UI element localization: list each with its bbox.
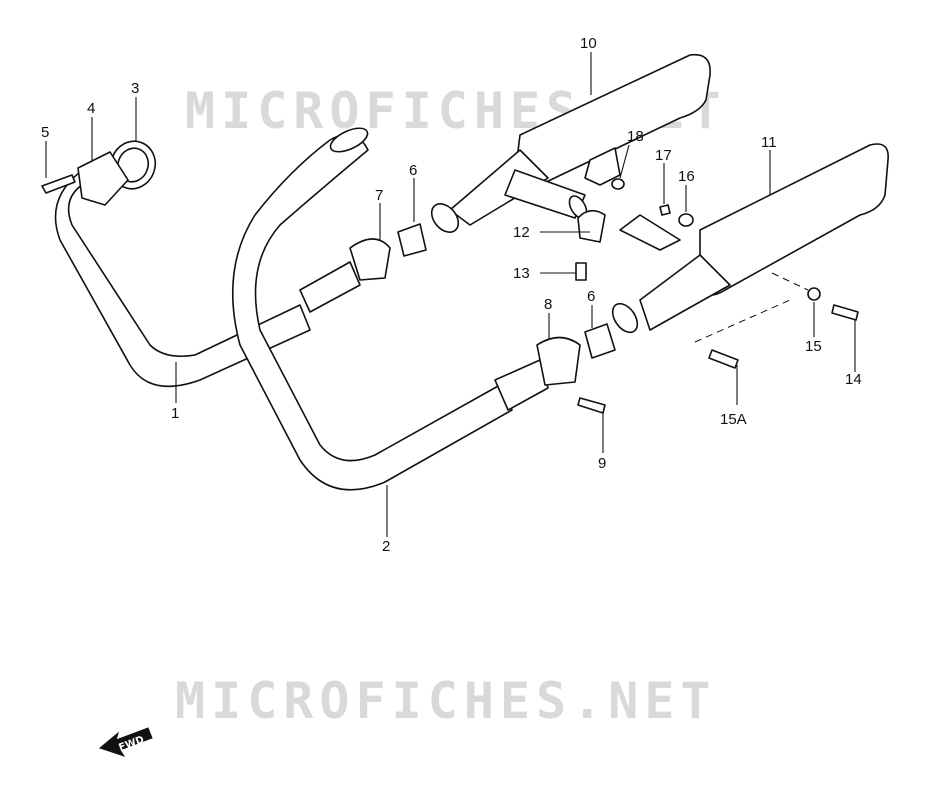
callout-10: 10 xyxy=(580,35,597,52)
part-2-rear-exhaust-pipe xyxy=(231,127,549,491)
callout-13: 13 xyxy=(513,265,530,282)
callout-3: 3 xyxy=(131,80,139,97)
part-6-seal-upper xyxy=(397,223,427,257)
fwd-arrow-icon: FWD xyxy=(98,727,153,757)
part-15-washer xyxy=(807,287,821,301)
part-16-washer xyxy=(678,213,694,227)
callout-6-upper: 6 xyxy=(409,162,417,179)
part-18-nut xyxy=(611,178,625,190)
callout-4: 4 xyxy=(87,100,95,117)
fwd-label: FWD xyxy=(117,734,145,753)
callout-15: 15 xyxy=(805,338,822,355)
leader-lines xyxy=(45,52,856,537)
callout-11: 11 xyxy=(761,134,777,151)
callout-9: 9 xyxy=(598,455,606,472)
part-9-bolt xyxy=(577,397,606,414)
part-6-seal-lower xyxy=(584,323,616,359)
callout-18: 18 xyxy=(627,128,644,145)
part-5-bolt xyxy=(41,174,76,194)
callout-labels: 1 2 3 4 5 6 6 7 8 9 10 11 12 13 14 15 15… xyxy=(41,35,862,555)
part-4-flange xyxy=(77,151,129,206)
part-18-bracket xyxy=(584,147,621,186)
part-15a-bolt xyxy=(708,349,739,369)
part-11-rear-muffler xyxy=(611,143,889,334)
callout-2: 2 xyxy=(382,538,390,555)
callout-16: 16 xyxy=(678,168,695,185)
watermark-bottom: MICROFICHES.NET xyxy=(175,672,717,730)
callout-15a: 15A xyxy=(720,411,747,428)
callout-7: 7 xyxy=(375,187,383,204)
part-10-front-muffler xyxy=(430,53,711,233)
part-17-nut xyxy=(659,204,671,216)
callout-5: 5 xyxy=(41,124,49,141)
callout-14: 14 xyxy=(845,371,862,388)
callout-6-lower: 6 xyxy=(587,288,595,305)
part-14-bolt xyxy=(831,304,859,321)
part-12-clamp xyxy=(577,209,606,243)
callout-8: 8 xyxy=(544,296,552,313)
dashed-line-15 xyxy=(771,272,809,291)
part-13-bolt xyxy=(575,262,587,281)
callout-12: 12 xyxy=(513,224,530,241)
callout-1: 1 xyxy=(171,405,179,422)
dashed-line-15a xyxy=(694,299,791,343)
part-8-clamp xyxy=(536,336,581,386)
part-7-clamp xyxy=(349,238,391,281)
callout-17: 17 xyxy=(655,147,672,164)
